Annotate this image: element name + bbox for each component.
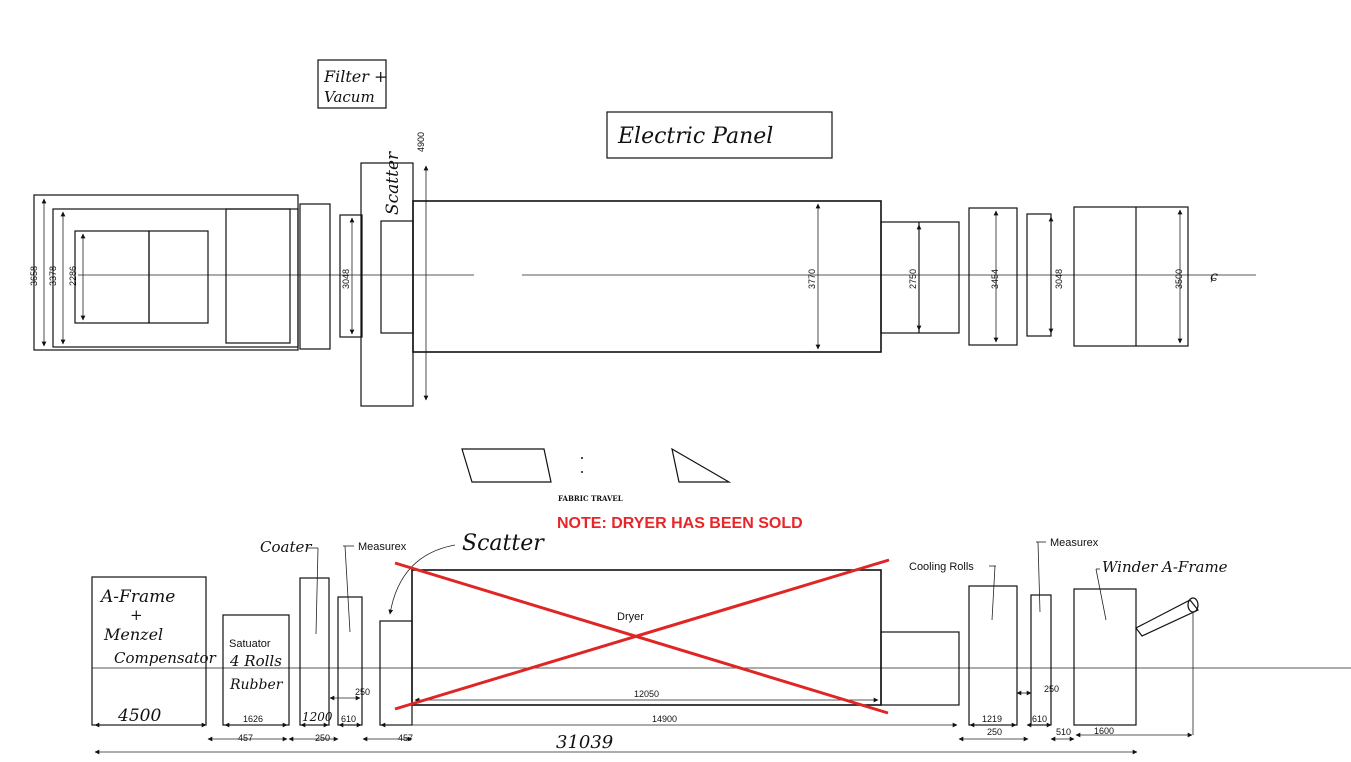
dim-1600: 1600	[1094, 726, 1114, 736]
dim-4900: 4900	[416, 132, 426, 152]
dim-3500: 3500	[1174, 269, 1184, 289]
menzel-label: Menzel	[103, 625, 163, 644]
dryer-sold-note: NOTE: DRYER HAS BEEN SOLD	[557, 515, 803, 532]
dim-14900: 14900	[652, 714, 677, 724]
electric-panel-box	[606, 111, 833, 159]
dim-3378: 3378	[48, 266, 58, 286]
electric-panel-label: Electric Panel	[617, 124, 773, 149]
side-view: A-Frame + Menzel Compensator Satuator 4 …	[91, 531, 1351, 755]
cooling-rolls-label: Cooling Rolls	[909, 561, 974, 573]
dim-610-right: 610	[1032, 714, 1047, 724]
saturator-rubber: Rubber	[229, 677, 284, 693]
saturator-label: Satuator	[229, 638, 271, 650]
aframe-label: A-Frame	[99, 587, 175, 607]
compensator-label: Compensator	[114, 649, 217, 667]
measurex-right-box	[1030, 594, 1052, 726]
aframe-plan-right	[148, 230, 209, 324]
dim-457-left: 457	[238, 733, 253, 743]
fabric-travel-arrow-left	[461, 448, 552, 483]
dim-1200: 1200	[302, 710, 333, 724]
coater-label: Coater	[260, 538, 312, 556]
centerline-symbol: ɕ	[1210, 269, 1218, 285]
winder-label: Winder A-Frame	[1102, 558, 1228, 576]
winder-box	[1073, 588, 1137, 726]
scatter-plan	[380, 220, 414, 334]
aframe-plus: +	[130, 606, 143, 624]
top-view: Filter + Vacum Electric Panel ɕ 3658 337…	[29, 59, 1256, 407]
cooling-plan	[880, 221, 960, 334]
dim-12050: 12050	[634, 689, 659, 699]
fabric-travel-indicator: FABRIC TRAVEL	[461, 447, 732, 503]
vacuum-label: Vacum	[324, 88, 375, 106]
dim-3770: 3770	[807, 269, 817, 289]
filter-label: Filter +	[323, 67, 387, 86]
coater-box	[299, 577, 330, 726]
fabric-travel-label: FABRIC TRAVEL	[558, 494, 623, 503]
menzel-plan-block	[225, 208, 291, 344]
dim-2286: 2286	[68, 266, 78, 286]
measurex-left-label: Measurex	[358, 541, 407, 553]
dim-610-left: 610	[341, 714, 356, 724]
menzel-inner-box	[52, 208, 299, 348]
dim-3048b: 3048	[1054, 269, 1064, 289]
saturator-plan	[299, 203, 331, 350]
measurex-right-label: Measurex	[1050, 537, 1099, 549]
filter-vacuum-box	[317, 59, 387, 109]
dim-4500: 4500	[117, 706, 161, 726]
dim-510: 510	[1056, 727, 1071, 737]
winder-plan	[1073, 206, 1189, 347]
fabric-travel-arrow-right	[671, 447, 732, 483]
dim-3454: 3454	[990, 269, 1000, 289]
measurex-left-box	[337, 596, 363, 726]
dim-1626: 1626	[243, 714, 263, 724]
dim-2750: 2750	[908, 269, 918, 289]
scatter-label-top: Scatter	[383, 151, 403, 215]
dim-250-upper-left: 250	[355, 687, 370, 697]
dryer-cross-2	[394, 558, 890, 711]
scatter-label: Scatter	[462, 531, 545, 556]
dim-250-upper-right: 250	[1044, 684, 1059, 694]
dim-457-right: 457	[398, 733, 413, 743]
saturator-rolls: 4 Rolls	[229, 652, 282, 670]
dim-250-lower-right: 250	[987, 727, 1002, 737]
coater-plan	[339, 214, 363, 338]
dim-3658: 3658	[29, 266, 39, 286]
dryer-exit-box	[880, 631, 960, 706]
saturator-box	[222, 614, 290, 726]
cooling-rolls-plan	[968, 207, 1018, 346]
winder-arm	[1135, 599, 1199, 637]
dim-31039: 31039	[556, 732, 613, 753]
dim-250-lower-left: 250	[315, 733, 330, 743]
dryer-label: Dryer	[617, 611, 644, 623]
dryer-cross-1	[394, 561, 889, 715]
dim-1219: 1219	[982, 714, 1002, 724]
dim-3048a: 3048	[341, 269, 351, 289]
aframe-plan-left	[74, 230, 150, 324]
